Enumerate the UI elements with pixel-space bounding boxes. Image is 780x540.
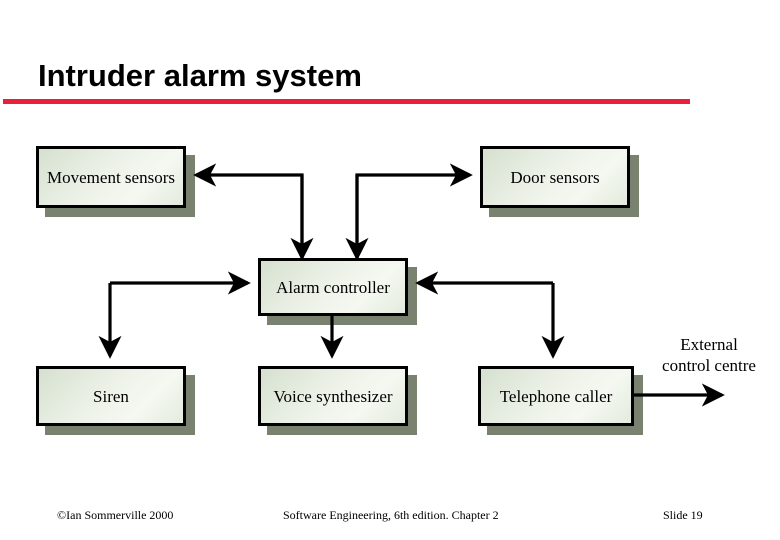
node-label-voice-synthesizer: Voice synthesizer [273, 386, 393, 406]
slide-footer: ©Ian Sommerville 2000 Software Engineeri… [0, 505, 780, 527]
node-label-alarm-controller: Alarm controller [276, 277, 390, 297]
node-movement-sensors[interactable]: Movement sensors [36, 146, 186, 208]
node-door-sensors[interactable]: Door sensors [480, 146, 630, 208]
node-label-movement-sensors: Movement sensors [47, 167, 175, 187]
node-label-door-sensors: Door sensors [510, 167, 600, 187]
node-telephone-caller[interactable]: Telephone caller [478, 366, 634, 426]
annotation-external-control-centre: External control centre [662, 335, 756, 375]
node-label-telephone-caller: Telephone caller [499, 386, 613, 406]
footer-slide-number: Slide 19 [663, 508, 703, 522]
footer-book-reference: Software Engineering, 6th edition. Chapt… [283, 508, 499, 522]
title-underline-rule [3, 99, 690, 104]
node-siren[interactable]: Siren [36, 366, 186, 426]
footer-copyright: ©Ian Sommerville 2000 [57, 508, 174, 522]
node-alarm-controller[interactable]: Alarm controller [258, 258, 408, 316]
page-title: Intruder alarm system [38, 58, 362, 93]
node-voice-synthesizer[interactable]: Voice synthesizer [258, 366, 408, 426]
node-label-siren: Siren [93, 386, 129, 406]
